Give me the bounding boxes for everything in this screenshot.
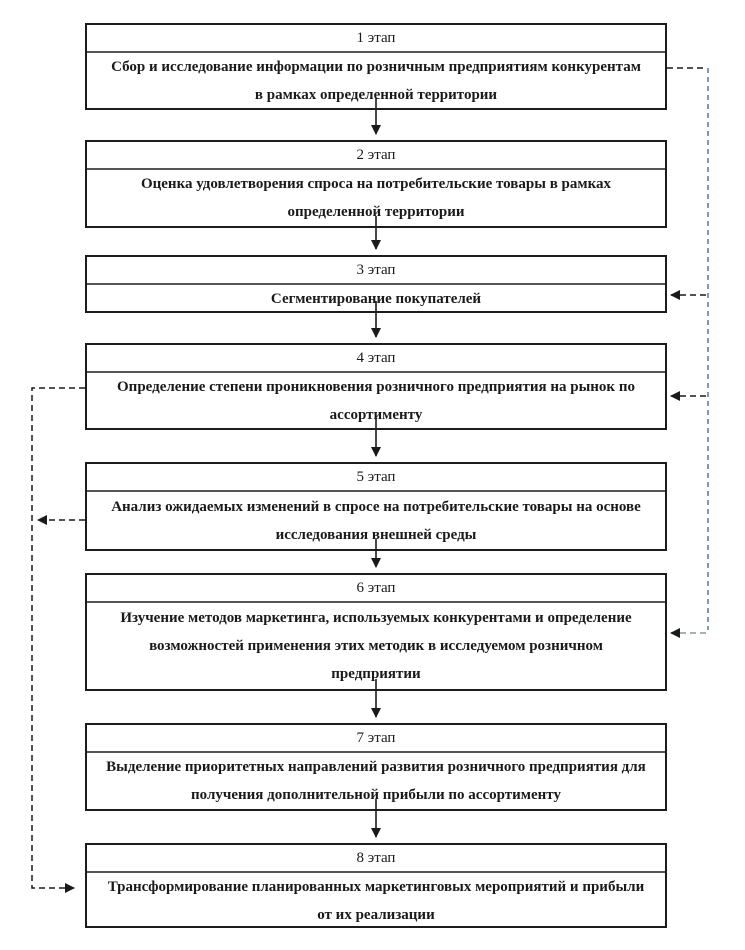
stage-4-title: 4 этап (87, 345, 665, 373)
stage-box-6: 6 этап Изучение методов маркетинга, испо… (85, 573, 667, 691)
stage-box-8: 8 этап Трансформирование планированных м… (85, 843, 667, 928)
stage-1-body: Сбор и исследование информации по рознич… (111, 59, 641, 103)
stage-8-title: 8 этап (87, 845, 665, 873)
stage-box-4: 4 этап Определение степени проникновения… (85, 343, 667, 430)
stage-7-title: 7 этап (87, 725, 665, 753)
stage-3-title: 3 этап (87, 257, 665, 285)
stage-6-body: Изучение методов маркетинга, используемы… (120, 610, 632, 682)
stage-4-body: Определение степени проникновения рознич… (117, 379, 635, 423)
stage-box-5: 5 этап Анализ ожидаемых изменений в спро… (85, 462, 667, 551)
stage-2-title: 2 этап (87, 142, 665, 170)
stage-5-title: 5 этап (87, 464, 665, 492)
stage-2-body: Оценка удовлетворения спроса на потребит… (140, 176, 612, 220)
feedback-line-left (31, 387, 85, 893)
stage-8-body: Трансформирование планированных маркетин… (107, 879, 645, 923)
stage-box-3: 3 этап Сегментирование покупателей (85, 255, 667, 313)
stage-box-7: 7 этап Выделение приоритетных направлени… (85, 723, 667, 811)
stage-5-body: Анализ ожидаемых изменений в спросе на п… (111, 498, 641, 543)
stage-box-1: 1 этап Сбор и исследование информации по… (85, 23, 667, 110)
stage-box-2: 2 этап Оценка удовлетворения спроса на п… (85, 140, 667, 228)
stage-6-title: 6 этап (87, 575, 665, 603)
stage-3-body: Сегментирование покупателей (270, 291, 482, 307)
stage-7-body: Выделение приоритетных направлений разви… (106, 759, 646, 803)
stage-1-title: 1 этап (87, 25, 665, 53)
